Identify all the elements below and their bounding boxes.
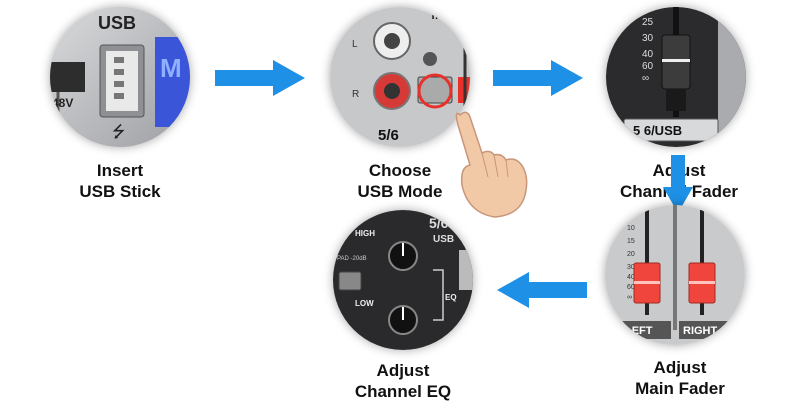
arrow-down-icon xyxy=(663,155,693,213)
usb-port-photo: 48V USB M ⭍ xyxy=(50,7,190,147)
svg-text:∞: ∞ xyxy=(627,294,632,301)
svg-text:HIGH: HIGH xyxy=(355,229,375,238)
arrow-left-icon xyxy=(497,272,587,308)
svg-text:TAPE: TAPE xyxy=(430,11,456,22)
hand-icon xyxy=(440,105,535,220)
svg-text:L: L xyxy=(352,39,358,50)
svg-text:LEFT: LEFT xyxy=(625,325,653,337)
svg-text:25: 25 xyxy=(642,17,654,28)
svg-text:⭍: ⭍ xyxy=(112,123,125,141)
svg-text:R: R xyxy=(352,89,359,100)
svg-text:30: 30 xyxy=(642,33,654,44)
svg-text:∞: ∞ xyxy=(642,73,649,84)
arrow-right-icon xyxy=(493,60,583,96)
svg-text:LOW: LOW xyxy=(355,299,374,308)
main-fader-photo: 10 15 20 30 40 60 ∞ LEFT RIGHT xyxy=(605,205,745,345)
svg-text:20: 20 xyxy=(627,251,635,258)
svg-text:40: 40 xyxy=(642,49,654,60)
svg-text:15: 15 xyxy=(627,238,635,245)
svg-text:10: 10 xyxy=(627,225,635,232)
svg-text:USB: USB xyxy=(433,234,454,245)
svg-text:48V: 48V xyxy=(52,96,73,110)
channel-fader-photo: 25 30 40 60 ∞ 5 6/USB xyxy=(606,7,746,147)
channel-eq-photo: 5/6 USB HIGH PAD -20dB LOW EQ xyxy=(333,210,473,350)
svg-text:M: M xyxy=(160,53,182,83)
svg-text:30: 30 xyxy=(627,264,635,271)
mode-switch-photo: TAPE L R 5/6 xyxy=(330,7,470,147)
svg-text:60: 60 xyxy=(627,284,635,291)
svg-text:60: 60 xyxy=(642,61,654,72)
arrow-right-icon xyxy=(215,60,305,96)
svg-text:40: 40 xyxy=(627,274,635,281)
svg-text:PAD -20dB: PAD -20dB xyxy=(337,256,367,262)
svg-text:5/6: 5/6 xyxy=(378,127,399,144)
svg-text:RIGHT: RIGHT xyxy=(683,325,718,337)
svg-text:USB: USB xyxy=(98,13,136,33)
svg-text:5 6/USB: 5 6/USB xyxy=(633,123,682,138)
svg-text:EQ: EQ xyxy=(445,293,457,302)
